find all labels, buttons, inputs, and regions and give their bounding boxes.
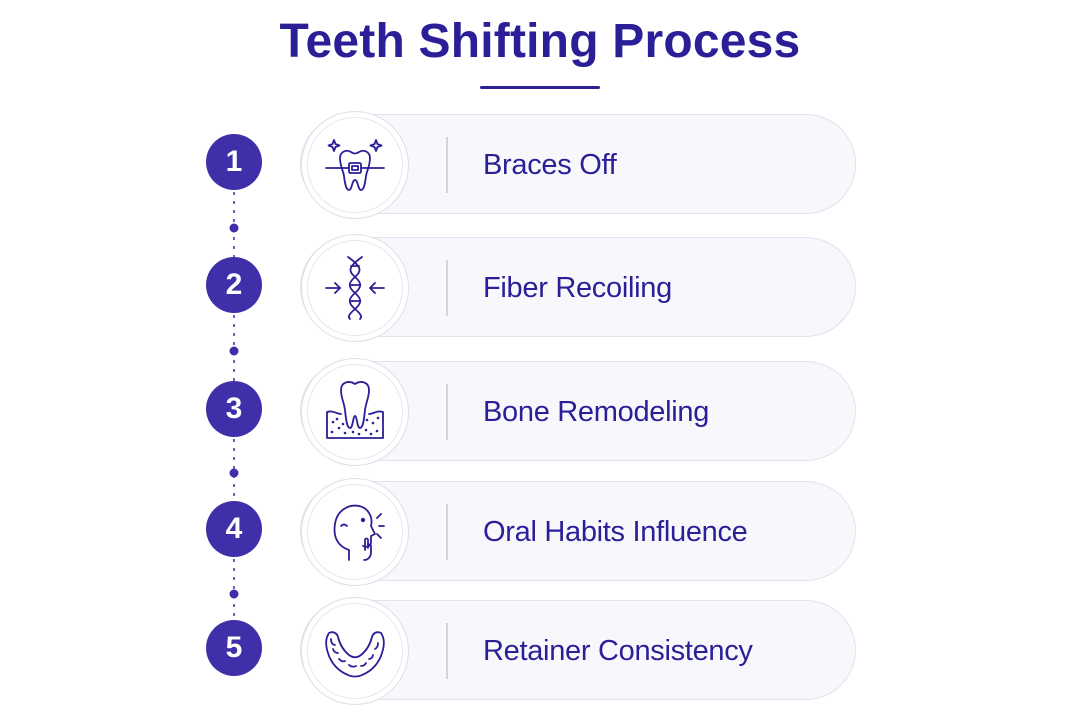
page-title: Teeth Shifting Process <box>279 15 801 68</box>
step-divider <box>446 384 448 440</box>
step-label-4: Oral Habits Influence <box>483 515 748 548</box>
tooth-braces-icon <box>301 111 409 219</box>
step-divider <box>446 137 448 193</box>
tooth-bone-icon <box>301 358 409 466</box>
step-badge-3: 3 <box>206 381 262 437</box>
step-divider <box>446 504 448 560</box>
step-badge-1: 1 <box>206 134 262 190</box>
fiber-helix-icon <box>301 234 409 342</box>
step-card-3: Bone Remodeling <box>300 358 856 466</box>
step-divider <box>446 623 448 679</box>
step-card-1: Braces Off <box>300 111 856 219</box>
retainer-icon <box>301 597 409 705</box>
step-badge-4: 4 <box>206 501 262 557</box>
step-card-4: Oral Habits Influence <box>300 478 856 586</box>
title-underline <box>480 86 600 89</box>
step-label-2: Fiber Recoiling <box>483 271 672 304</box>
step-badge-2: 2 <box>206 257 262 313</box>
face-finger-icon <box>301 478 409 586</box>
step-card-2: Fiber Recoiling <box>300 234 856 342</box>
step-label-5: Retainer Consistency <box>483 634 753 667</box>
step-badge-5: 5 <box>206 620 262 676</box>
step-card-5: Retainer Consistency <box>300 597 856 705</box>
step-label-3: Bone Remodeling <box>483 395 710 428</box>
step-label-1: Braces Off <box>483 148 617 181</box>
step-divider <box>446 260 448 316</box>
